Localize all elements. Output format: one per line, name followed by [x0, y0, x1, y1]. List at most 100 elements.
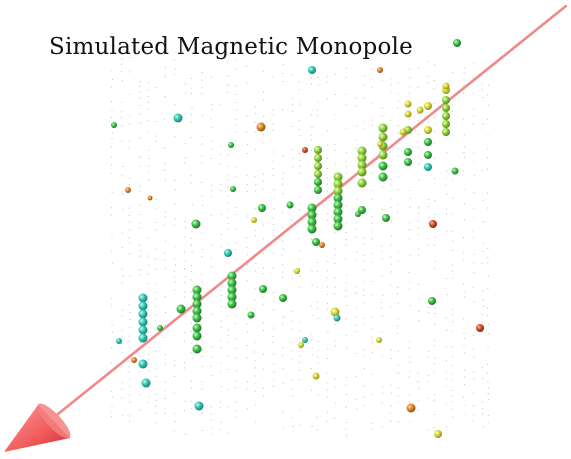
string-dom-dot — [371, 336, 373, 338]
string-dom-dot — [211, 148, 213, 150]
string-dom-dot — [408, 271, 410, 273]
string-dom-dot — [291, 328, 293, 330]
string-dom-dot — [381, 186, 383, 188]
string-dom-dot — [129, 347, 131, 349]
string-dom-dot — [487, 387, 490, 389]
string-dom-dot — [326, 76, 328, 78]
string-dom-dot — [371, 261, 374, 263]
string-dom-dot — [247, 408, 249, 410]
string-dom-dot — [433, 80, 435, 82]
string-dom-dot — [210, 266, 212, 268]
string-dom-dot — [446, 170, 448, 172]
string-dom-dot — [390, 184, 392, 186]
string-dom-dot — [316, 196, 318, 198]
hit-module — [442, 96, 450, 104]
string-dom-dot — [371, 172, 373, 174]
string-dom-dot — [148, 82, 150, 84]
string-dom-dot — [371, 428, 373, 430]
string-dom-dot — [463, 318, 465, 320]
string-dom-dot — [445, 385, 447, 387]
string-dom-dot — [371, 189, 373, 191]
string-dom-dot — [227, 154, 229, 156]
string-dom-dot — [463, 79, 465, 81]
string-dom-dot — [397, 325, 399, 327]
string-dom-dot — [482, 251, 484, 253]
string-dom-dot — [418, 156, 420, 158]
string-dom-dot — [235, 348, 238, 350]
string-dom-dot — [185, 276, 187, 278]
string-dom-dot — [390, 178, 392, 181]
string-dom-dot — [174, 412, 176, 415]
string-dom-dot — [174, 258, 176, 260]
string-dom-dot — [390, 420, 392, 422]
string-dom-dot — [356, 236, 358, 238]
hit-module — [424, 163, 432, 171]
string-dom-dot — [219, 163, 222, 165]
string-dom-dot — [434, 64, 436, 66]
string-dom-dot — [246, 143, 249, 145]
string-dom-dot — [147, 353, 149, 355]
string-dom-dot — [110, 116, 112, 118]
string-dom-dot — [363, 237, 365, 239]
string-dom-dot — [184, 92, 186, 94]
string-dom-dot — [427, 429, 429, 431]
string-dom-dot — [355, 147, 357, 149]
string-dom-dot — [487, 421, 489, 423]
string-dom-dot — [473, 108, 475, 110]
string-dom-dot — [363, 254, 365, 257]
hit-module — [442, 112, 450, 120]
string-dom-dot — [201, 294, 203, 296]
string-dom-dot — [481, 262, 483, 264]
string-dom-dot — [345, 103, 347, 105]
string-dom-dot — [129, 394, 131, 396]
string-dom-dot — [317, 76, 319, 78]
string-dom-dot — [317, 349, 319, 351]
string-dom-dot — [147, 401, 149, 404]
string-dom-dot — [417, 234, 419, 236]
string-dom-dot — [173, 270, 176, 272]
string-dom-dot — [390, 91, 392, 94]
string-dom-dot — [428, 374, 430, 376]
string-dom-dot — [452, 134, 454, 136]
string-dom-dot — [487, 399, 490, 401]
string-dom-dot — [262, 252, 264, 254]
string-dom-dot — [417, 113, 419, 115]
string-dom-dot — [121, 140, 123, 142]
string-dom-dot — [164, 398, 166, 400]
string-dom-dot — [451, 395, 453, 397]
string-dom-dot — [155, 367, 157, 369]
string-dom-dot — [235, 308, 237, 310]
string-dom-dot — [481, 83, 483, 86]
string-dom-dot — [345, 127, 347, 129]
string-dom-dot — [272, 129, 274, 131]
string-dom-dot — [390, 271, 392, 273]
string-dom-dot — [487, 333, 489, 335]
string-dom-dot — [201, 143, 203, 145]
hit-module — [192, 285, 202, 295]
hit-module — [307, 203, 317, 213]
string-dom-dot — [417, 400, 419, 402]
string-dom-dot — [355, 222, 357, 224]
string-dom-dot — [473, 216, 475, 218]
string-dom-dot — [184, 315, 186, 317]
string-dom-dot — [326, 200, 328, 202]
string-dom-dot — [201, 256, 203, 258]
string-dom-dot — [184, 143, 186, 145]
string-dom-dot — [129, 242, 131, 244]
hit-module — [404, 100, 412, 108]
string-dom-dot — [434, 394, 436, 396]
string-dom-dot — [155, 87, 157, 89]
string-dom-dot — [310, 134, 312, 136]
string-dom-dot — [482, 242, 484, 244]
string-dom-dot — [445, 378, 447, 380]
string-dom-dot — [254, 299, 256, 301]
string-dom-dot — [164, 252, 166, 254]
hit-module — [434, 430, 442, 438]
hit-module — [138, 333, 148, 343]
string-dom-dot — [184, 260, 186, 262]
string-dom-dot — [327, 157, 329, 160]
string-dom-dot — [220, 362, 222, 364]
string-dom-dot — [121, 351, 123, 353]
string-dom-dot — [463, 157, 465, 159]
